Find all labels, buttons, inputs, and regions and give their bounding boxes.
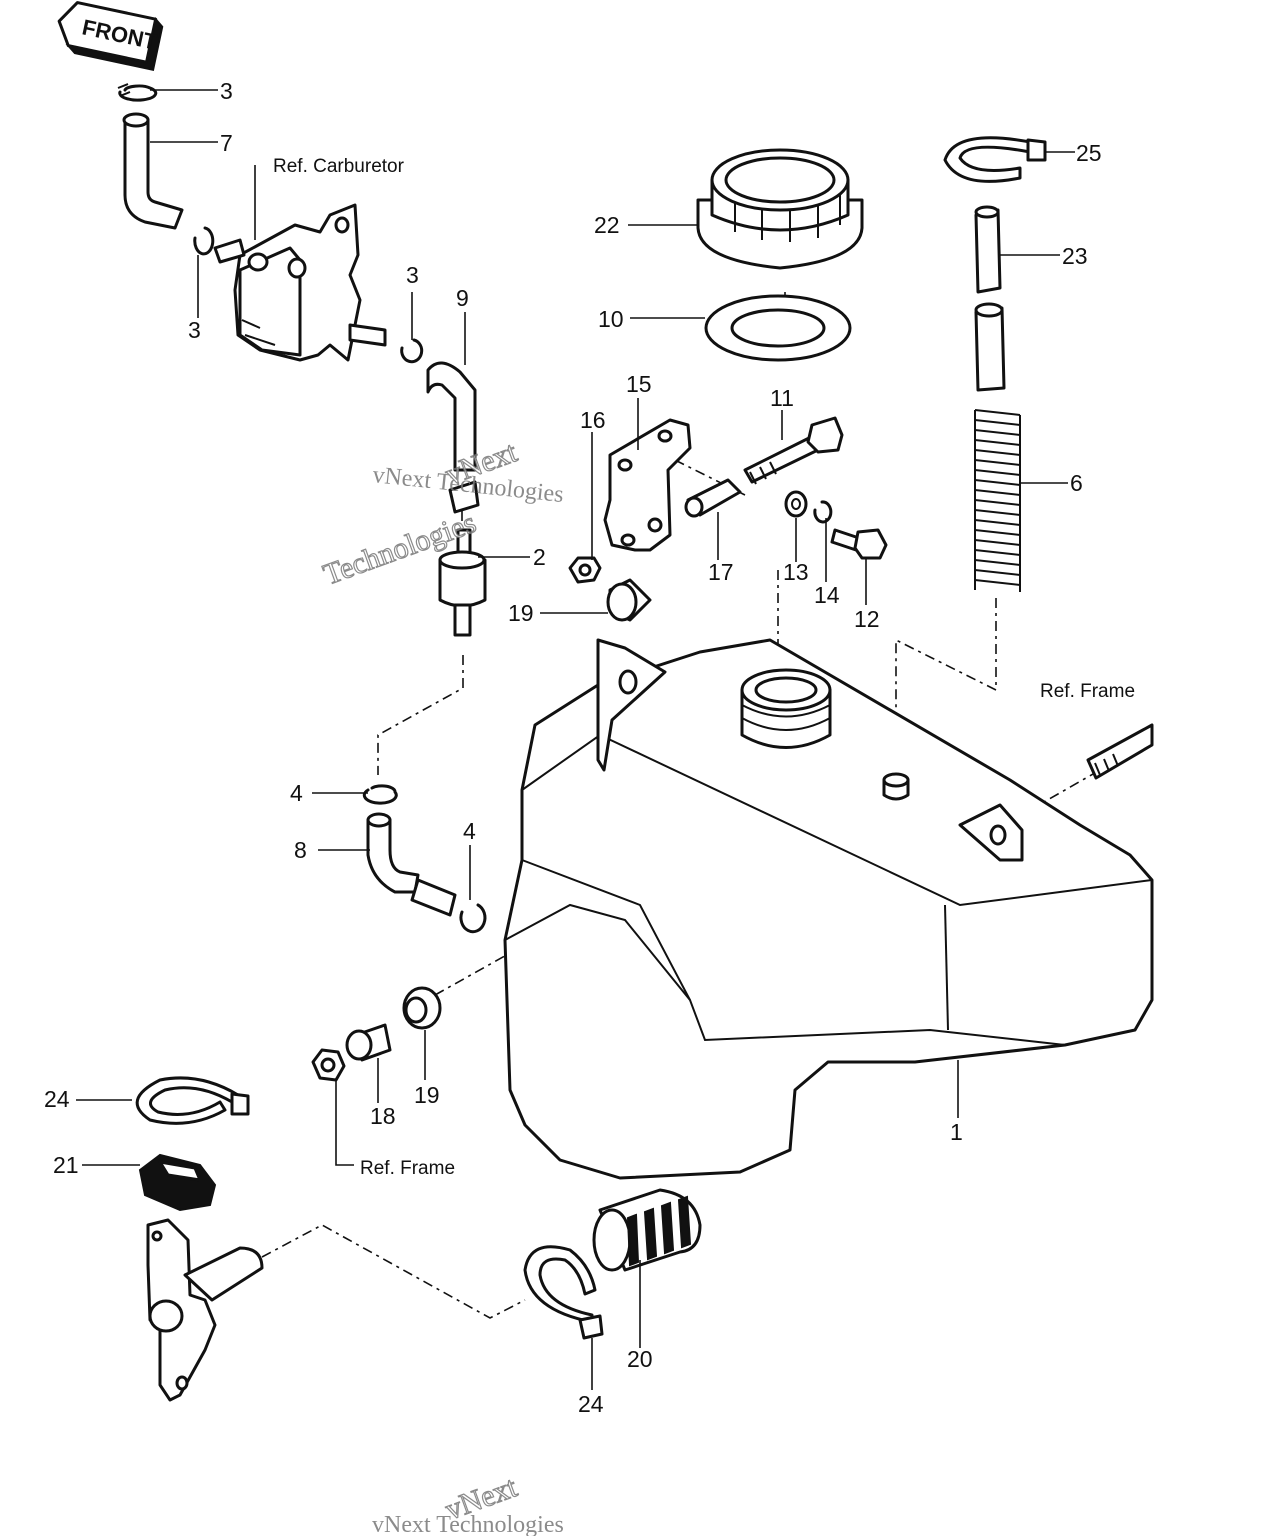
callout-10: 10 — [598, 306, 624, 332]
tank-bracket — [603, 418, 692, 552]
band-24-left — [135, 1076, 250, 1125]
callout-22: 22 — [594, 212, 620, 238]
watermark-inline-bottom: vNext Technologies — [372, 1512, 564, 1536]
callout-18: 18 — [370, 1103, 396, 1129]
leader-lines — [76, 89, 1075, 1390]
filter-bracket — [146, 1218, 264, 1402]
callout-13: 13 — [783, 559, 809, 585]
callout-23: 23 — [1062, 243, 1088, 269]
fuel-hose-8 — [366, 818, 420, 894]
callout-2: 2 — [533, 544, 546, 570]
callout-4-right: 4 — [463, 818, 476, 844]
callout-numbers: 3 7 3 9 3 22 25 23 10 15 11 16 6 2 17 13… — [44, 78, 1102, 1417]
callout-14: 14 — [814, 582, 840, 608]
callout-19-bottom: 19 — [414, 1082, 440, 1108]
band-24-bottom — [523, 1245, 604, 1340]
lock-washer-14 — [813, 500, 833, 524]
callout-12: 12 — [854, 606, 880, 632]
callout-15: 15 — [626, 371, 652, 397]
hose-clamp-4b — [459, 903, 487, 934]
callout-9: 9 — [456, 285, 469, 311]
cap-gasket — [704, 294, 852, 362]
hose-clamp-3a — [118, 84, 158, 102]
callout-17: 17 — [708, 559, 734, 585]
hose-clamp-4a — [362, 784, 398, 805]
fuel-tank — [503, 638, 1154, 1180]
callout-24-bottom: 24 — [578, 1391, 604, 1417]
bolt-11 — [743, 416, 844, 485]
callout-6: 6 — [1070, 470, 1083, 496]
callout-3-top: 3 — [220, 78, 233, 104]
callout-3-left: 3 — [188, 317, 201, 343]
front-direction-badge: FRONT — [57, 1, 164, 71]
clamp-21 — [138, 1153, 217, 1212]
callout-8: 8 — [294, 837, 307, 863]
vent-hose — [974, 205, 1006, 392]
callout-7: 7 — [220, 130, 233, 156]
callout-11: 11 — [770, 385, 794, 411]
fuel-filter — [438, 480, 487, 637]
fuel-hose-9 — [426, 361, 477, 472]
vent-spring — [974, 409, 1021, 592]
callout-20: 20 — [627, 1346, 653, 1372]
washer-13 — [784, 490, 808, 518]
ref-frame-label-top: Ref. Frame — [1040, 681, 1135, 702]
callout-1: 1 — [950, 1119, 963, 1145]
fuel-cap — [696, 148, 864, 270]
grommet-19-bottom — [402, 986, 442, 1030]
fuel-hose-7 — [123, 118, 184, 230]
callout-24-left: 24 — [44, 1086, 70, 1112]
callout-3-pump: 3 — [406, 262, 419, 288]
fuel-pump — [213, 203, 387, 362]
filter-screen — [592, 1188, 702, 1272]
band-25 — [943, 136, 1047, 183]
callout-25: 25 — [1076, 140, 1102, 166]
grommet-19-top — [606, 578, 652, 622]
callout-4-left: 4 — [290, 780, 303, 806]
ref-frame-label-bottom: Ref. Frame — [360, 1158, 455, 1179]
hose-clamp-3c — [400, 338, 424, 364]
callout-19-top: 19 — [508, 600, 534, 626]
frame-bolt — [1086, 723, 1154, 780]
bolt-12 — [830, 528, 888, 560]
collar-18 — [345, 1023, 392, 1062]
nut-lower — [311, 1048, 346, 1082]
ref-carburetor-label: Ref. Carburetor — [273, 156, 405, 177]
callout-16: 16 — [580, 407, 606, 433]
callout-21: 21 — [53, 1152, 79, 1178]
hose-clamp-3b — [193, 226, 215, 256]
filler-neck — [740, 668, 832, 749]
